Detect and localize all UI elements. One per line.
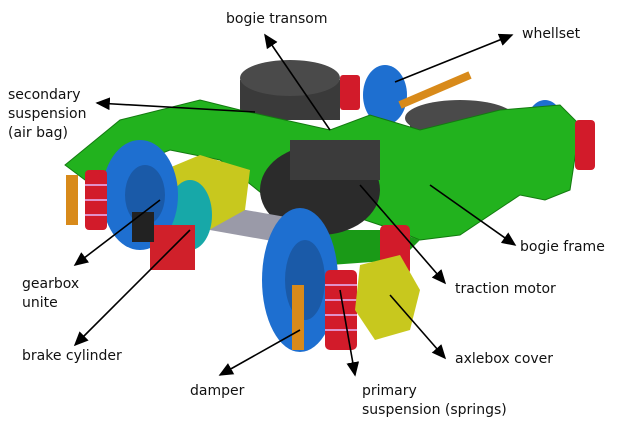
rear-left-wheel: [363, 65, 407, 125]
pointer-arrows: [73, 33, 517, 377]
label-bogie-transom: bogie transom: [226, 11, 328, 27]
label-primary-suspension: primary suspension (springs): [362, 383, 507, 418]
label-brake-cylinder: brake cylinder: [22, 348, 122, 364]
damper-rear: [66, 175, 78, 225]
label-traction-motor: traction motor: [455, 281, 556, 297]
label-axlebox-cover: axlebox cover: [455, 351, 554, 367]
axlebox-cover: [355, 255, 420, 340]
label-gearbox: gearbox unite: [22, 276, 80, 311]
damper-front: [292, 285, 304, 350]
label-damper: damper: [190, 383, 245, 399]
label-bogie-frame: bogie frame: [520, 239, 605, 255]
label-wheelset: whellset: [522, 26, 581, 42]
label-secondary-suspension: secondary suspension (air bag): [8, 87, 87, 141]
